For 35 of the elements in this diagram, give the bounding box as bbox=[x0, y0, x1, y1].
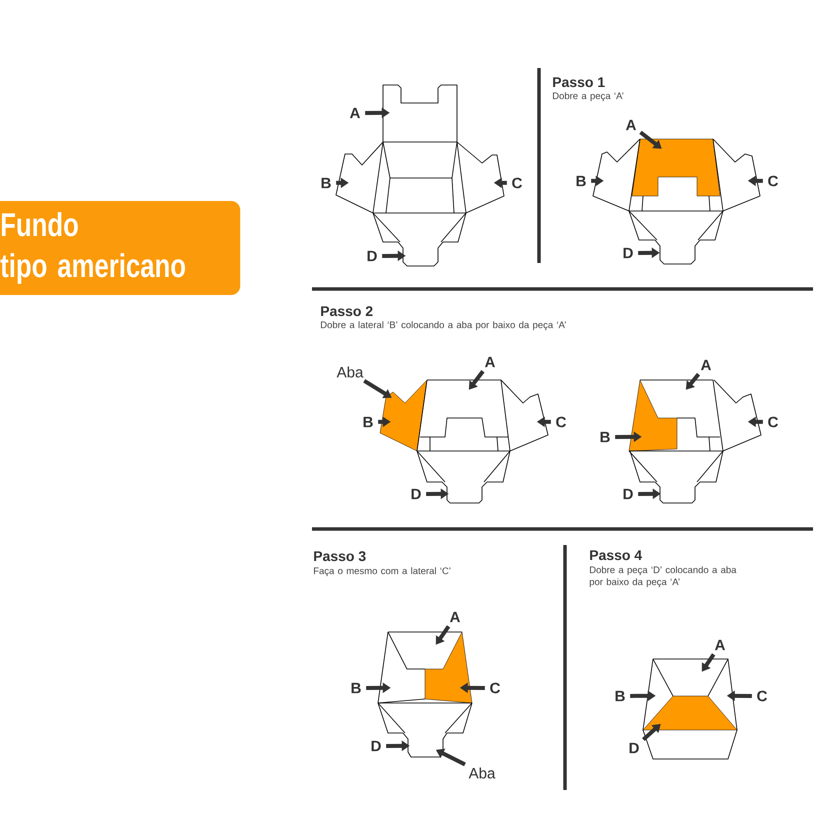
part-letter: D bbox=[630, 742, 639, 754]
flap-label: Aba bbox=[468, 768, 496, 778]
part-letter: A bbox=[450, 612, 460, 622]
step-instruction: Faça o mesmo com a lateral ‘C’ bbox=[314, 567, 450, 576]
part-letter: C bbox=[512, 178, 522, 188]
part-letter: C bbox=[490, 682, 500, 694]
part-letter: A bbox=[484, 356, 496, 368]
step-heading: Passo 1 bbox=[553, 77, 605, 88]
box-template-drawing bbox=[592, 138, 760, 264]
part-letter: C bbox=[757, 690, 767, 702]
flap-label: Aba bbox=[336, 366, 364, 378]
part-letter: D bbox=[372, 740, 381, 752]
part-letter: C bbox=[768, 176, 778, 186]
part-letter: D bbox=[624, 488, 633, 500]
step-heading: Passo 4 bbox=[590, 550, 642, 560]
part-letter: B bbox=[352, 682, 361, 694]
part-letter: A bbox=[626, 120, 636, 130]
step-heading: Passo 2 bbox=[321, 306, 373, 316]
step-instruction: Dobre a peça ‘D’ colocando a aba por baixo da peça ‘A’ bbox=[590, 566, 736, 588]
part-letter: B bbox=[616, 690, 625, 702]
box-template-drawing bbox=[380, 380, 548, 504]
part-letter: B bbox=[576, 176, 586, 186]
part-letter: A bbox=[700, 360, 712, 370]
box-template-drawing bbox=[336, 84, 504, 266]
step-instruction: Dobre a peça ‘A’ bbox=[553, 92, 624, 102]
part-letter: B bbox=[322, 178, 331, 188]
box-template-drawing bbox=[642, 658, 738, 760]
step-heading: Passo 3 bbox=[314, 551, 366, 562]
part-letter: B bbox=[600, 432, 610, 442]
part-letter: B bbox=[364, 416, 373, 428]
part-letter: C bbox=[556, 416, 566, 428]
part-letter: C bbox=[768, 416, 778, 428]
step-instruction: Dobre a lateral ‘B’ colocando a aba por baixo da peça ‘A’ bbox=[321, 321, 566, 330]
part-letter: A bbox=[714, 640, 726, 650]
title-banner: Fundo tipo americano bbox=[0, 201, 240, 295]
